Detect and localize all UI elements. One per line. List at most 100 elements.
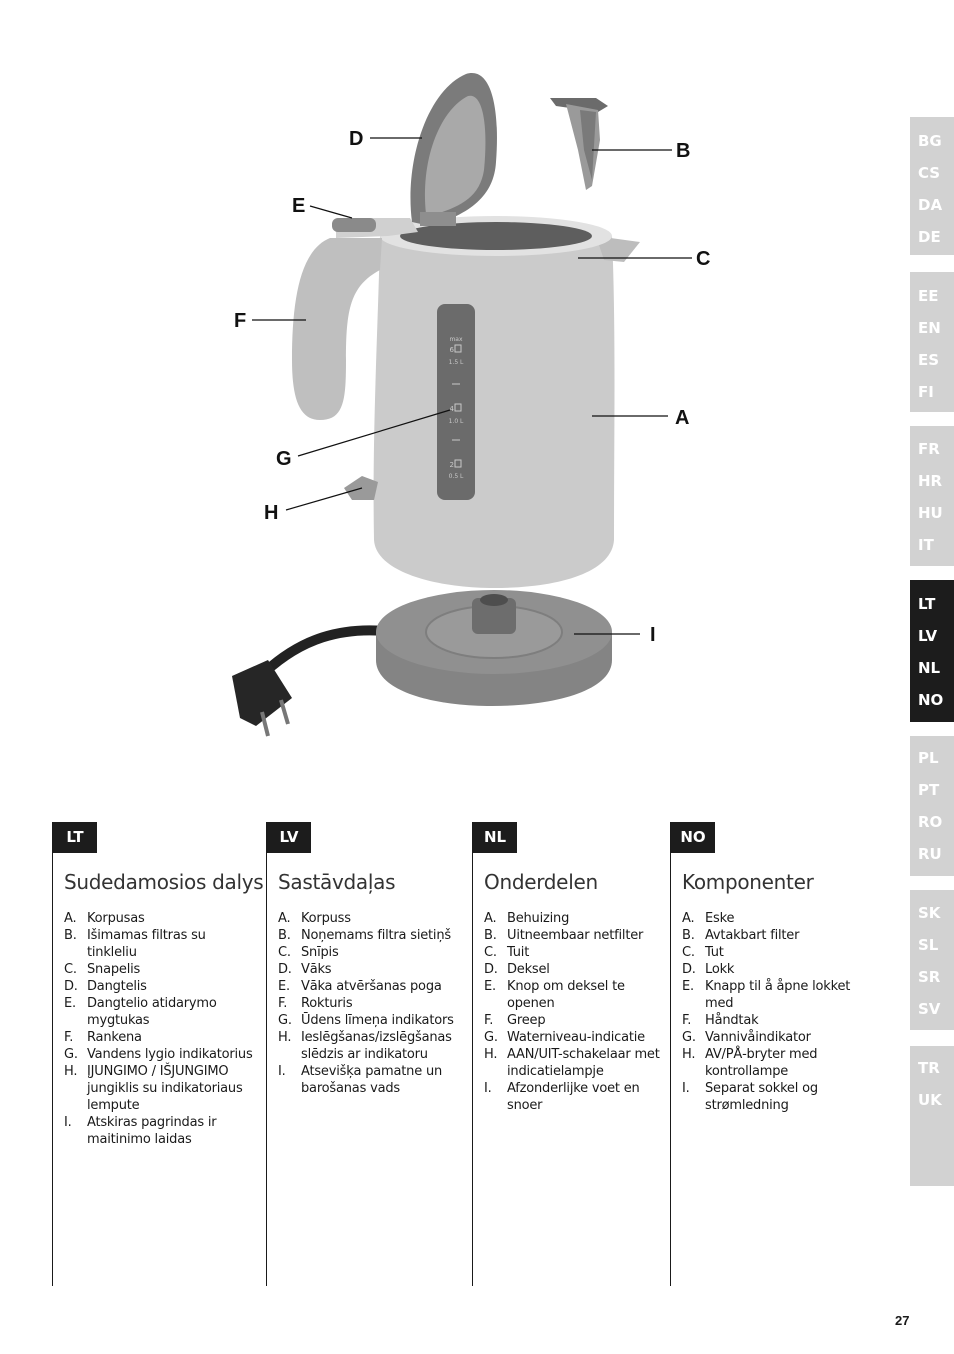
water-level-gauge: max 6 1.5 L 4 1.0 L 2 0.5 L <box>437 304 475 500</box>
lang-group-6: SK SL SR SV <box>910 890 954 1030</box>
lang-tab-en[interactable]: EN <box>918 319 941 337</box>
list-item: C.Snīpis <box>278 944 468 961</box>
lang-group-1: BG CS DA DE <box>910 117 954 255</box>
item-text: Atsevišķa pamatne un barošanas vads <box>301 1064 443 1096</box>
lang-tab-es[interactable]: ES <box>918 351 940 369</box>
lang-tab-pt[interactable]: PT <box>918 781 940 799</box>
lang-group-7: TR UK <box>910 1046 954 1186</box>
gauge-cups-2: 2 <box>450 461 454 469</box>
item-text: AV/PÅ-bryter med kontrollampe <box>705 1047 818 1079</box>
lang-tab-lv[interactable]: LV <box>918 627 938 645</box>
item-letter: C. <box>484 945 497 960</box>
column-no: NO Komponenter A.Eske B.Avtakbart filter… <box>670 822 861 1286</box>
lang-tab-lt[interactable]: LT <box>918 595 936 613</box>
gauge-liters-0-5: 0.5 L <box>449 473 464 480</box>
lang-tab-cs[interactable]: CS <box>918 164 941 182</box>
item-text: ĮJUNGIMO / IŠJUNGIMO jungiklis su indika… <box>87 1064 243 1113</box>
lang-tab-da[interactable]: DA <box>918 196 943 214</box>
item-text: Snīpis <box>301 945 339 960</box>
item-letter: D. <box>278 962 292 977</box>
item-letter: F. <box>278 996 288 1011</box>
item-text: Knop om deksel te openen <box>507 979 625 1011</box>
item-letter: I. <box>682 1081 690 1096</box>
column-lt: LT Sudedamosios dalys A.Korpusas B.Išima… <box>52 822 264 1286</box>
lang-tab-fr[interactable]: FR <box>918 440 940 458</box>
lang-tab-nl[interactable]: NL <box>918 659 941 677</box>
item-letter: C. <box>64 962 77 977</box>
list-item: H.Ieslēgšanas/izslēgšanas slēdzis ar ind… <box>278 1029 468 1063</box>
lang-tab-sl[interactable]: SL <box>918 936 939 954</box>
item-text: Dangtelio atidarymo mygtukas <box>87 996 217 1028</box>
lang-tab-fi[interactable]: FI <box>918 383 934 401</box>
list-item: D.Vāks <box>278 961 468 978</box>
item-text: Rankena <box>87 1030 142 1045</box>
item-letter: F. <box>682 1013 692 1028</box>
list-item: A. Eske <box>682 910 862 927</box>
lang-tab-ro[interactable]: RO <box>918 813 943 831</box>
lang-tab-it[interactable]: IT <box>918 536 934 554</box>
parts-list-lt: A.Korpusas B.Išimamas filtras su tinklel… <box>64 910 256 1148</box>
lang-tab-sk[interactable]: SK <box>918 904 941 922</box>
item-letter: A. <box>682 911 695 926</box>
lang-tab-ru[interactable]: RU <box>918 845 942 863</box>
callout-f: F <box>234 310 246 332</box>
page-number: 27 <box>895 1313 910 1328</box>
list-item: H.AV/PÅ-bryter med kontrollampe <box>682 1046 862 1080</box>
parts-list-nl: A.Behuizing B.Uitneembaar netfilter C.Tu… <box>484 910 664 1114</box>
base-station <box>376 590 612 706</box>
list-item: I.Afzonderlijke voet en snoer <box>484 1080 664 1114</box>
callout-a: A <box>675 407 689 429</box>
item-text: Håndtak <box>705 1013 759 1028</box>
item-letter: H. <box>64 1064 78 1079</box>
list-item: I.Atskiras pagrindas ir maitinimo laidas <box>64 1114 256 1148</box>
list-item: A.Korpuss <box>278 910 468 927</box>
item-text: Vannivåindikator <box>705 1030 811 1045</box>
item-text: Waterniveau-indicatie <box>507 1030 645 1045</box>
item-letter: G. <box>682 1030 696 1045</box>
lang-group-4-active: LT LV NL NO <box>910 580 954 722</box>
list-item: F.Greep <box>484 1012 664 1029</box>
item-text: Tut <box>705 945 724 960</box>
list-item: E.Dangtelio atidarymo mygtukas <box>64 995 256 1029</box>
list-item: I. Separat sokkel og strømledning <box>682 1080 862 1114</box>
item-text: Dangtelis <box>87 979 147 994</box>
list-item: C.Tut <box>682 944 862 961</box>
lang-tab-bg[interactable]: BG <box>918 132 942 150</box>
column-nl: NL Onderdelen A.Behuizing B.Uitneembaar … <box>472 822 661 1286</box>
language-badge-lt: LT <box>53 822 97 853</box>
list-item: E. Knapp til å åpne lokket med <box>682 978 862 1012</box>
lang-tab-pl[interactable]: PL <box>918 749 939 767</box>
item-text: Snapelis <box>87 962 141 977</box>
list-item: D.Deksel <box>484 961 664 978</box>
item-text: Separat sokkel og strømledning <box>705 1081 818 1113</box>
item-letter: F. <box>484 1013 494 1028</box>
list-item: G.Vandens lygio indikatorius <box>64 1046 256 1063</box>
item-letter: F. <box>64 1030 74 1045</box>
item-text: Vāka atvēršanas poga <box>301 979 442 994</box>
lang-tab-no[interactable]: NO <box>918 691 944 709</box>
item-letter: E. <box>682 979 694 994</box>
leader-lines <box>252 137 692 635</box>
item-letter: E. <box>278 979 290 994</box>
lang-tab-sr[interactable]: SR <box>918 968 941 986</box>
item-text: Vandens lygio indikatorius <box>87 1047 253 1062</box>
lang-tab-hr[interactable]: HR <box>918 472 943 490</box>
section-title-lt: Sudedamosios dalys <box>64 870 264 894</box>
item-text: Knapp til å åpne lokket med <box>705 979 851 1011</box>
lang-tab-de[interactable]: DE <box>918 228 941 246</box>
lang-tab-hu[interactable]: HU <box>918 504 943 522</box>
lang-tab-tr[interactable]: TR <box>918 1059 940 1077</box>
gauge-cups-6: 6 <box>450 346 455 354</box>
kettle-lid <box>410 73 497 226</box>
lang-tab-uk[interactable]: UK <box>918 1091 942 1109</box>
list-item: E. Vāka atvēršanas poga <box>278 978 468 995</box>
kettle-parts-illustration: max 6 1.5 L 4 1.0 L 2 0.5 L D B E C F A … <box>232 73 710 737</box>
lang-tab-sv[interactable]: SV <box>918 1000 941 1018</box>
item-letter: H. <box>278 1030 292 1045</box>
item-text: Eske <box>705 911 735 926</box>
item-letter: D. <box>484 962 498 977</box>
lang-tab-ee[interactable]: EE <box>918 287 939 305</box>
item-letter: A. <box>64 911 77 926</box>
item-letter: G. <box>278 1013 292 1028</box>
list-item: B.Išimamas filtras su tinkleliu <box>64 927 256 961</box>
